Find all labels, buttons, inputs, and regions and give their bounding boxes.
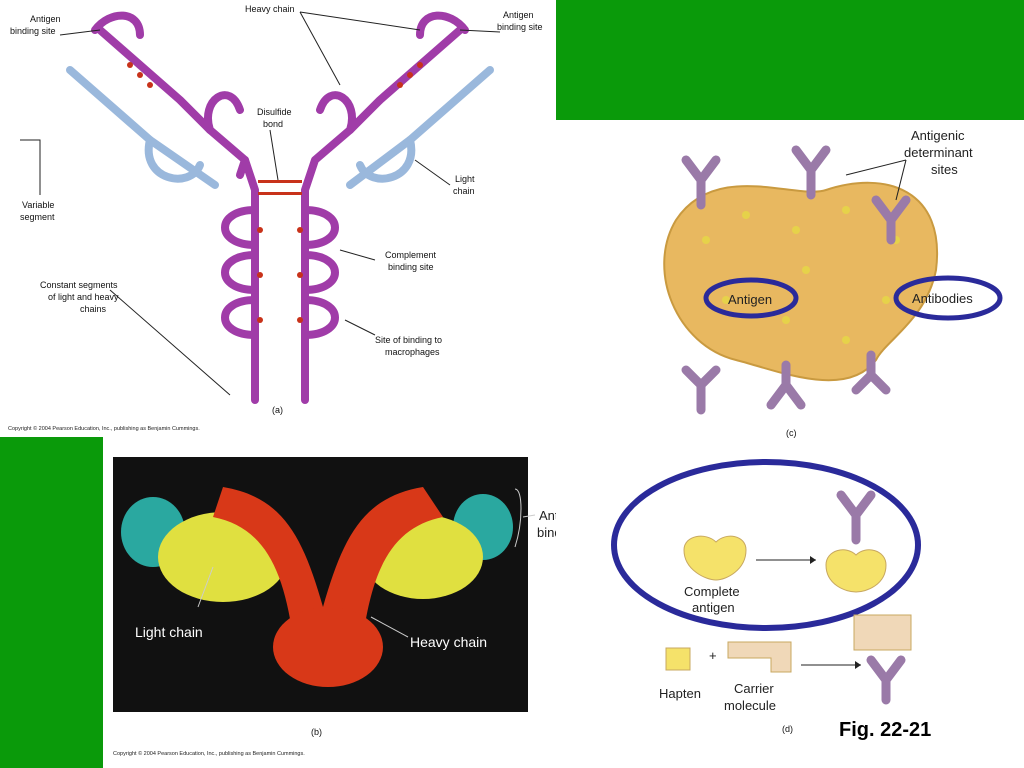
antigenic-determinants — [702, 206, 900, 344]
heavy-chain-right — [301, 11, 469, 404]
label-heavy-chain-b: Heavy chain — [410, 634, 487, 650]
panel-b-molecular-model: Antigen binding site Light chain Heavy c… — [103, 437, 623, 768]
label-constant-segments: Constant segments of light and heavy cha… — [40, 280, 121, 314]
label-complement-binding-site: Complement binding site — [385, 250, 439, 272]
panel-c-leader-lines — [845, 159, 907, 201]
label-antigen-binding-site-right: Antigen binding site — [497, 10, 543, 32]
constant-loops — [221, 206, 339, 339]
panel-c-label: (c) — [786, 428, 797, 438]
panel-a-label: (a) — [272, 405, 283, 415]
carrier-molecule-shape — [727, 641, 792, 673]
panel-d-label: (d) — [782, 724, 793, 734]
antigen-bound-shape — [825, 549, 887, 593]
plus-sign: + — [709, 648, 717, 663]
complete-antigen-highlight — [611, 459, 921, 631]
label-complete-antigen: Complete antigen — [684, 584, 743, 615]
label-macrophage-binding: Site of binding to macrophages — [375, 335, 445, 357]
antibody-structure-diagram: Antigen binding site Heavy chain Antigen… — [8, 4, 543, 432]
hapten-carrier-complex — [853, 614, 912, 651]
label-heavy-chain: Heavy chain — [245, 4, 295, 14]
leader-lines — [20, 11, 501, 396]
panel-a-copyright: Copyright © 2004 Pearson Education, Inc.… — [8, 425, 200, 432]
panel-a-antibody-structure: Antigen binding site Heavy chain Antigen… — [0, 0, 556, 437]
antigen-highlight — [703, 277, 799, 319]
antibody-d-bottom — [866, 655, 906, 705]
model-leader-lines — [197, 488, 536, 638]
antibodies — [681, 145, 911, 415]
label-light-chain: Light chain — [453, 174, 477, 196]
light-chain-right — [346, 66, 494, 189]
label-hapten: Hapten — [659, 686, 701, 701]
disulfide-bonds — [127, 62, 423, 323]
light-chain-left — [66, 66, 219, 189]
figure-caption: Fig. 22-21 — [839, 719, 931, 741]
model-antibody-shape — [121, 487, 513, 687]
label-antigen: Antigen — [728, 292, 772, 307]
label-light-chain-b: Light chain — [135, 624, 203, 640]
panel-b-label: (b) — [311, 727, 322, 737]
label-disulfide-bond: Disulfide bond — [257, 107, 294, 129]
label-variable-segment: Variable segment — [20, 200, 57, 222]
complete-antigen-shape — [683, 535, 747, 581]
antigen-antibody-diagram: Antigen Antibodies Antigenic determinant… — [611, 128, 1003, 741]
hapten-shape — [665, 647, 691, 671]
label-carrier-molecule: Carrier molecule — [724, 681, 777, 713]
label-antigenic-determinant: Antigenic determinant sites — [904, 128, 976, 177]
panel-c-d: Antigen Antibodies Antigenic determinant… — [556, 120, 1024, 768]
label-antigen-binding-site-left: Antigen binding site — [10, 14, 63, 36]
antibody-d-top — [836, 490, 876, 545]
panel-b-copyright: Copyright © 2004 Pearson Education, Inc.… — [113, 750, 305, 757]
label-antibodies: Antibodies — [912, 291, 973, 306]
antibodies-highlight — [893, 275, 1003, 321]
molecular-model-diagram: Antigen binding site Light chain Heavy c… — [113, 457, 603, 757]
heavy-chain-left — [91, 11, 259, 404]
